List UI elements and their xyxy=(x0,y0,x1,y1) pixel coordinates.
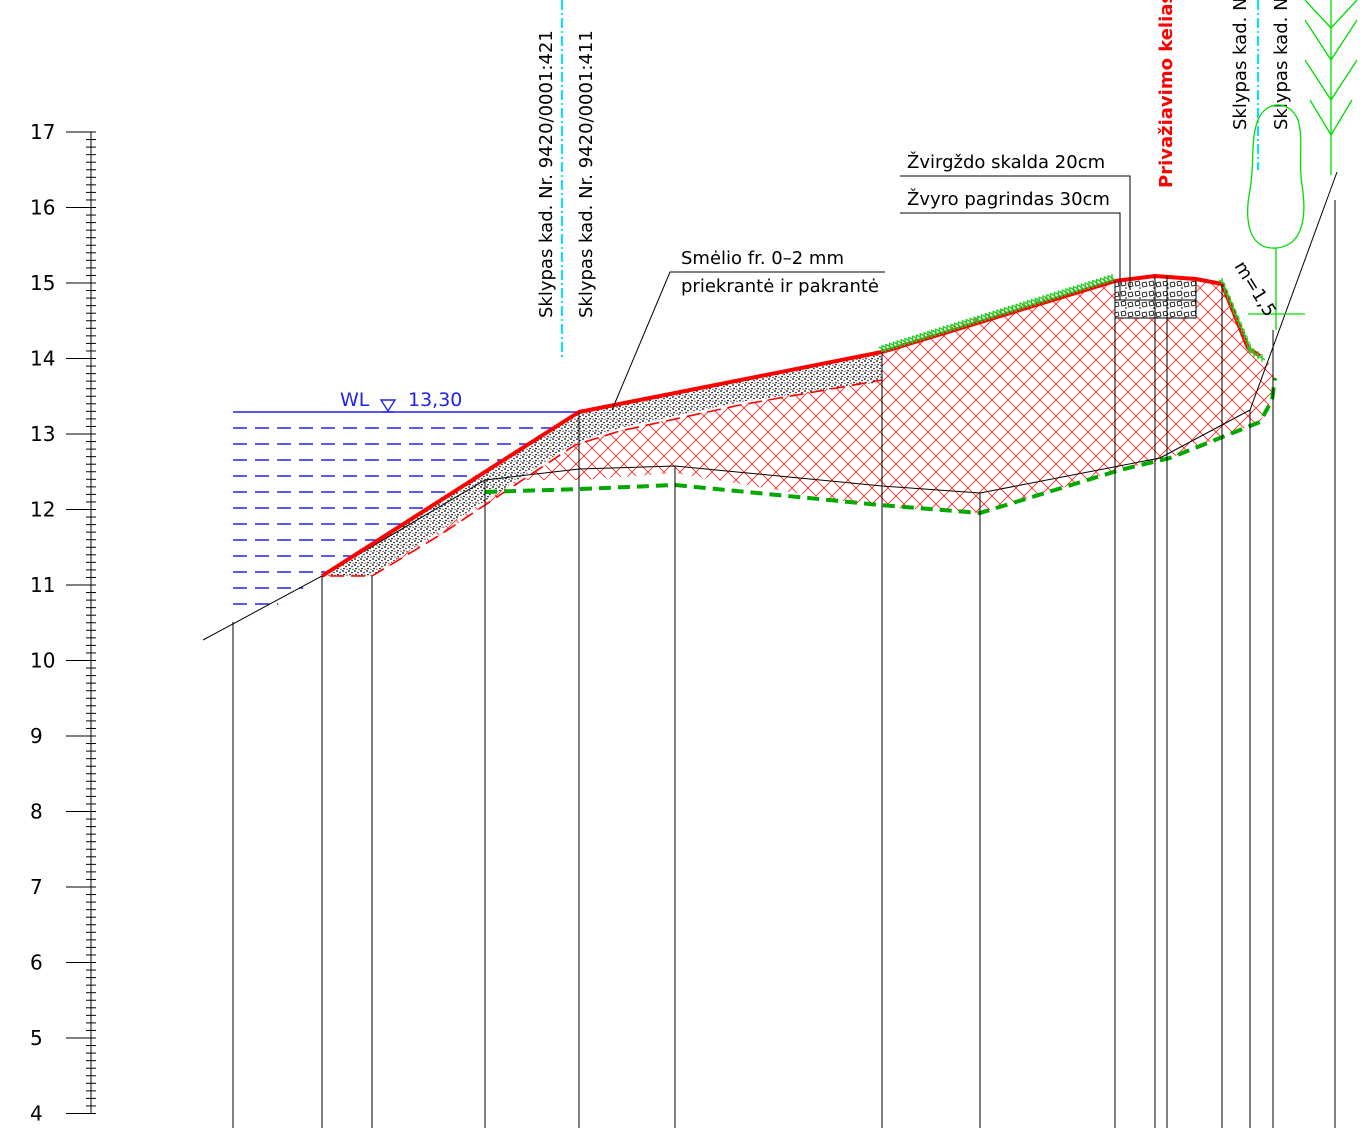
excavation-boundary-line xyxy=(484,377,1277,516)
embankment-fill xyxy=(322,275,1275,576)
scale-label: 17 xyxy=(30,120,55,144)
existing-ground-line xyxy=(202,171,1338,641)
parcel-label-421: Sklypas kad. Nr. 9420/0001:421 xyxy=(536,30,557,318)
scale-label: 8 xyxy=(30,800,43,824)
scale-labels: 17 16 15 14 13 12 11 10 9 8 7 6 5 4 xyxy=(30,120,55,1126)
scale-label: 16 xyxy=(30,196,55,220)
parcel-label-411: Sklypas kad. Nr. 9420/0001:411 xyxy=(576,30,597,318)
slope-ratio-label: m=1,5 xyxy=(1230,258,1280,321)
fill-hatch-area xyxy=(372,276,1275,576)
water-level-label: WL xyxy=(340,389,370,411)
parcel-label-right-2: Sklypas kad. Nr. 9420/0001: xyxy=(1271,0,1292,130)
scale-label: 9 xyxy=(30,724,43,748)
water-hatching xyxy=(233,427,554,605)
access-road-label: Privažiavimo kelias xyxy=(1156,0,1177,188)
scale-label: 5 xyxy=(30,1026,43,1050)
water-level-marker-icon xyxy=(379,399,397,413)
elevation-scale: 17 16 15 14 13 12 11 10 9 8 7 6 5 4 xyxy=(30,120,96,1126)
scale-label: 13 xyxy=(30,422,55,446)
scale-label: 14 xyxy=(30,347,55,371)
parcel-boundary-right: Sklypas kad. Nr. 9420/0001: Sklypas kad.… xyxy=(1230,0,1292,170)
scale-label: 15 xyxy=(30,271,55,295)
sand-layer xyxy=(322,352,882,576)
scale-label: 6 xyxy=(30,951,43,975)
station-lines xyxy=(232,200,1336,1128)
road-layers-callout: Žvirgždo skalda 20cm Žvyro pagrindas 30c… xyxy=(900,151,1131,300)
scale-label: 12 xyxy=(30,498,55,522)
scale-label: 10 xyxy=(30,649,55,673)
scale-label: 4 xyxy=(30,1102,43,1126)
sand-callout-line2: priekrantė ir pakrantė xyxy=(681,276,879,297)
sand-callout-line1: Smėlio fr. 0–2 mm xyxy=(681,248,844,269)
gravel-base-label: Žvyro pagrindas 30cm xyxy=(907,188,1110,210)
scale-label: 7 xyxy=(30,875,43,899)
parcel-boundary-left: Sklypas kad. Nr. 9420/0001:421 Sklypas k… xyxy=(536,0,597,358)
tree-icon xyxy=(1247,0,1358,330)
parcel-label-right-1: Sklypas kad. Nr. 9420/0001: xyxy=(1230,0,1251,130)
gravel-top-label: Žvirgždo skalda 20cm xyxy=(907,151,1105,173)
water-body: WL 13,30 xyxy=(233,389,579,605)
scale-minor-ticks xyxy=(66,131,96,1114)
water-level-value: 13,30 xyxy=(408,389,462,411)
grass-turf xyxy=(878,274,1266,362)
scale-label: 11 xyxy=(30,573,55,597)
sand-callout: Smėlio fr. 0–2 mm priekrantė ir pakrantė xyxy=(611,248,885,411)
